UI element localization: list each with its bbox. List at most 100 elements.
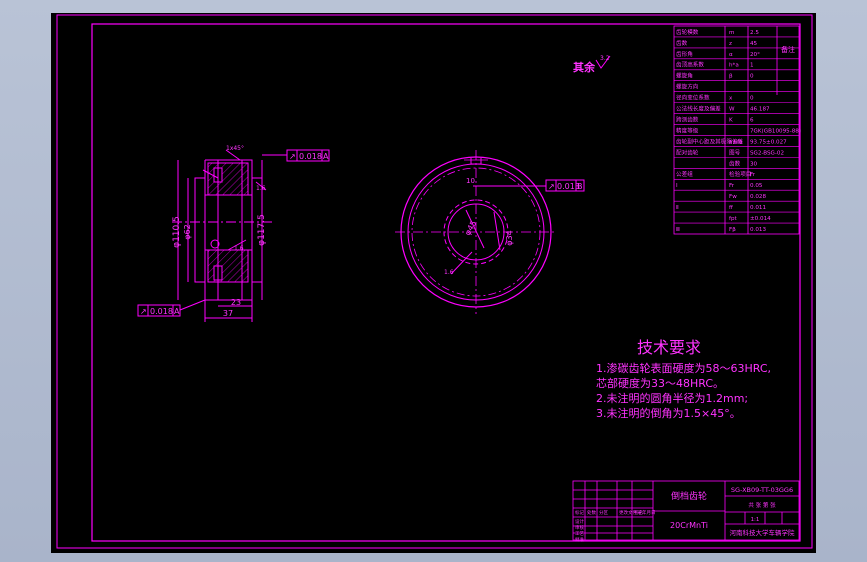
param-name: 齿轮模数 (676, 28, 699, 36)
school-name: 河南科技大学车辆学院 (730, 528, 796, 537)
dim-outer-diameter: φ110.5 (172, 216, 182, 248)
param-value: 1 (750, 63, 754, 69)
param-symbol: 齿数 (729, 159, 741, 167)
chamfer-tag: 1x45° (226, 145, 244, 152)
title-block-staff: 审核 (575, 524, 584, 531)
param-name: 齿形角 (676, 50, 693, 58)
svg-text:↗: ↗ (140, 307, 147, 316)
part-name: 倒档齿轮 (671, 490, 707, 502)
param-name: 螺旋角 (676, 72, 693, 80)
dim-hub-diameter: φ62 (183, 224, 192, 239)
runout-frame-left-bottom: ↗ 0.018 A (137, 304, 181, 317)
param-name: 齿顶高系数 (676, 61, 704, 69)
runout-value-right: 0.013 (557, 182, 580, 191)
param-value: 0 (750, 74, 754, 80)
param-value: 6 (750, 117, 754, 123)
tech-requirements-title: 技术要求 (637, 338, 701, 357)
param-value: 0.013 (750, 227, 766, 233)
tech-requirement-line: 2.未注明的圆角半径为1.2mm; (596, 391, 748, 405)
param-symbol: m (729, 30, 734, 36)
dim-bore: φ34 (505, 230, 514, 245)
roughness-rest-value: 3.2 (600, 55, 610, 62)
param-symbol: z (729, 41, 732, 47)
param-symbol: Fw (729, 194, 737, 200)
param-value: 20° (750, 52, 760, 58)
front-view (395, 150, 557, 314)
dim-root-diameter: φ117.5 (257, 214, 267, 246)
model-space (51, 13, 816, 553)
param-value: 0.028 (750, 194, 766, 200)
param-value: 0 (750, 96, 754, 102)
param-value: 45 (750, 41, 758, 47)
title-block-staff: 批准 (575, 536, 584, 543)
title-block-role: 签名 (634, 509, 643, 516)
roughness-face: 1.6 (256, 185, 266, 192)
runout-frame-left-top: ↗ 0.018 A (262, 149, 330, 162)
param-symbol: β (729, 74, 733, 80)
param-value: 46.187 (750, 107, 770, 113)
param-symbol: fpt (729, 216, 738, 222)
param-symbol: Fβ (729, 227, 736, 233)
param-symbol: x (729, 96, 733, 102)
title-block (572, 480, 800, 541)
param-name: 精度等级 (676, 126, 699, 134)
param-value: 30 (750, 161, 758, 167)
param-value: ±0.014 (750, 216, 771, 222)
param-name: 配对齿轮 (676, 148, 699, 156)
inner-border (91, 23, 801, 542)
roughness-bore: 1.6 (234, 245, 244, 252)
param-symbol: 图号 (729, 148, 741, 156)
param-value: 93.75±0.027 (750, 139, 787, 145)
runout-datum-top: A (323, 152, 329, 161)
param-value: 2.5 (750, 30, 759, 36)
scale: 1:1 (751, 517, 760, 523)
param-value: 7GK(GB10095-88) (750, 128, 801, 134)
param-name: 公差组 (676, 170, 693, 178)
param-symbol: 检验项目 (729, 170, 751, 178)
title-block-staff: 设计 (575, 518, 584, 525)
title-block-role: 分区 (599, 509, 608, 516)
param-symbol: h*a (729, 63, 739, 69)
param-value: Fr (750, 172, 756, 178)
material: 20CrMnTi (670, 521, 708, 530)
param-value: SG2-BSG-02 (750, 150, 784, 156)
param-name: 齿轮副中心距及其极限偏差 (676, 137, 744, 145)
outer-border (56, 14, 813, 549)
title-block-role: 年月日 (642, 509, 656, 516)
param-symbol: α (729, 52, 733, 58)
drawing-number: SG-XB09-TT-03GG6 (731, 486, 793, 494)
svg-text:↗: ↗ (548, 182, 555, 191)
dim-keyway: 10 (466, 177, 475, 185)
param-table (673, 25, 800, 235)
title-block-role: 处数 (587, 509, 596, 516)
tech-requirement-line: 1.渗碳齿轮表面硬度为58～63HRC, (596, 361, 771, 375)
runout-value-bottom: 0.018 (150, 307, 173, 316)
runout-frame-right: ↗ 0.013 B (545, 179, 585, 192)
param-name: Ⅱ (676, 205, 679, 211)
dim-width: 37 (223, 309, 233, 318)
param-rows: 齿轮模数 m 2.5 齿数 z 45 齿形角 α 20° 齿顶高系数 h*a 1 螺旋角 β 0 螺旋方向径向… (674, 28, 801, 233)
svg-text:↗: ↗ (289, 152, 296, 161)
runout-datum-bottom: A (174, 307, 180, 316)
param-symbol: W (729, 107, 735, 113)
tech-requirements-lines: 1.渗碳齿轮表面硬度为58～63HRC,芯部硬度为33～48HRC。2.未注明的… (596, 361, 771, 420)
roughness-symbol-icon (595, 55, 611, 69)
param-symbol: Fr (729, 183, 735, 189)
param-name: 螺旋方向 (676, 83, 699, 91)
dim-hub-width: 23 (231, 298, 241, 307)
table-side-note: 备注 (781, 45, 795, 54)
param-symbol: a±fa (729, 139, 743, 145)
title-block-roles: 标记处数分区更改文件号签名年月日 (575, 509, 656, 516)
section-view (172, 149, 275, 322)
title-block-role: 更改文件号 (619, 509, 642, 516)
param-name: 径向变位系数 (676, 94, 710, 102)
runout-value-top: 0.018 (299, 152, 322, 161)
param-symbol: K (729, 117, 733, 123)
roughness-rest-label: 其余 (573, 60, 596, 74)
sheet-info: 共 张 第 张 (748, 501, 776, 509)
param-name: Ⅰ (676, 183, 678, 189)
param-name: 齿数 (676, 39, 688, 47)
